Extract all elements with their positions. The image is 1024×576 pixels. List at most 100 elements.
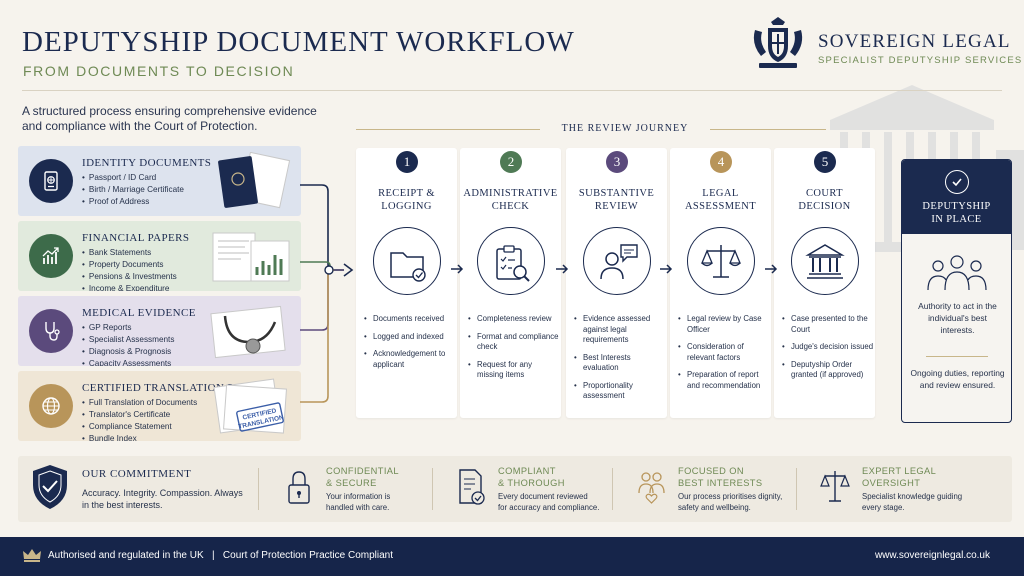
stage-list-item: Judge's decision issued	[782, 342, 874, 353]
pillar-description: Our process prioritises dignity, safety …	[678, 492, 783, 512]
outcome-divider	[926, 356, 988, 357]
document-card-list: GP ReportsSpecialist AssessmentsDiagnosi…	[82, 322, 175, 366]
people-group-icon	[927, 255, 987, 291]
financial-documents-illustration	[212, 232, 290, 282]
stage-icon-circle	[583, 227, 651, 295]
page-title: DEPUTYSHIP DOCUMENT WORKFLOW	[22, 26, 575, 58]
growth-chart-icon	[42, 247, 59, 264]
stage-number: 2	[500, 151, 522, 173]
journey-label: THE REVIEW JOURNEY	[540, 123, 710, 134]
brand-name: SOVEREIGN LEGAL	[818, 31, 1011, 52]
document-card-list: Full Translation of DocumentsTranslator'…	[82, 397, 197, 441]
document-card-list: Passport / ID CardBirth / Marriage Certi…	[82, 172, 184, 208]
pillar-title: CONFIDENTIAL & SECURE	[326, 466, 399, 488]
stage-list-item: Preparation of report and recommendation	[678, 370, 770, 391]
clipboard-search-icon	[496, 245, 530, 282]
footer-bar	[0, 537, 1024, 576]
pillar-divider	[258, 468, 259, 510]
stage-icon-circle	[373, 227, 441, 295]
document-list-item: Proof of Address	[82, 196, 184, 208]
check-circle-icon	[945, 170, 969, 194]
stage-list-item: Completeness review	[468, 314, 560, 325]
shield-check-icon	[33, 465, 67, 509]
scales-icon	[701, 245, 741, 278]
stage-list-item: Documents received	[364, 314, 456, 325]
arrow-right-icon	[659, 262, 673, 274]
stage-number: 5	[814, 151, 836, 173]
stage-list-item: Format and compliance check	[468, 332, 560, 353]
courthouse-icon	[805, 244, 845, 279]
document-list-item: Income & Expenditure	[82, 283, 177, 291]
stage-title: ADMINISTRATIVE CHECK	[463, 188, 558, 212]
passport-icon	[44, 171, 58, 191]
pillar-description: Every document reviewed for accuracy and…	[498, 492, 600, 512]
document-list-item: Property Documents	[82, 259, 177, 271]
document-list-item: Specialist Assessments	[82, 334, 175, 346]
stage-list: Evidence assessed against legal requirem…	[574, 314, 666, 409]
document-list-item: Passport / ID Card	[82, 172, 184, 184]
stage-number: 1	[396, 151, 418, 173]
stage-list-item: Acknowledgement to applicant	[364, 349, 456, 370]
outcome-authority-text: Authority to act in the individual's bes…	[918, 301, 997, 335]
crest-logo-icon	[753, 17, 803, 68]
document-check-icon	[456, 467, 486, 507]
stage-number: 3	[606, 151, 628, 173]
document-list-item: Capacity Assessments	[82, 358, 174, 366]
person-chat-icon	[600, 244, 638, 280]
document-card-list: Bank StatementsProperty DocumentsPension…	[82, 247, 177, 291]
stage-icon-circle	[791, 227, 859, 295]
document-list-item: Bundle Index	[82, 433, 197, 441]
document-list-item: Pensions & Investments	[82, 271, 177, 283]
intro-text: A structured process ensuring comprehens…	[22, 104, 317, 133]
pillar-description: Specialist knowledge guiding every stage…	[862, 492, 963, 512]
commitment-band	[18, 456, 1012, 522]
page-subtitle: FROM DOCUMENTS TO DECISION	[23, 63, 295, 79]
document-list-item: Full Translation of Documents	[82, 397, 197, 409]
globe-icon	[42, 397, 60, 415]
stage-title: COURT DECISION	[798, 188, 851, 212]
pillar-divider	[612, 468, 613, 510]
document-list-item: Bank Statements	[82, 247, 177, 259]
pillar-divider	[796, 468, 797, 510]
stage-list: Legal review by Case OfficerConsideratio…	[678, 314, 770, 398]
folder-check-icon	[390, 252, 426, 282]
outcome-duties-text: Ongoing duties, reporting and review ens…	[910, 368, 1005, 390]
stethoscope-illustration	[210, 305, 286, 359]
footer-regulation-text: Authorised and regulated in the UK | Cou…	[48, 550, 393, 561]
stage-list-item: Proportionality assessment	[574, 381, 666, 402]
stage-list-item: Logged and indexed	[364, 332, 456, 343]
document-card-title: MEDICAL EVIDENCE	[82, 307, 196, 319]
stage-title: RECEIPT & LOGGING	[378, 188, 435, 212]
passport-illustration	[218, 152, 291, 209]
brand-tagline: SPECIALIST DEPUTYSHIP SERVICES	[818, 55, 1023, 66]
document-list-item: Compliance Statement	[82, 421, 197, 433]
stage-list: Completeness reviewFormat and compliance…	[468, 314, 560, 388]
stage-list-item: Request for any missing items	[468, 360, 560, 381]
family-icon	[636, 467, 666, 507]
document-card: FINANCIAL PAPERS Bank StatementsProperty …	[18, 221, 301, 291]
stage-icon-circle	[687, 227, 755, 295]
document-list-item: Translator's Certificate	[82, 409, 197, 421]
arrow-right-icon	[555, 262, 569, 274]
pillar-description: Your information is handled with care.	[326, 492, 391, 512]
pillar-title: COMPLIANT & THOROUGH	[498, 466, 565, 488]
document-card: IDENTITY DOCUMENTSPassport / ID CardBirt…	[18, 146, 301, 216]
stage-list-item: Evidence assessed against legal requirem…	[574, 314, 666, 346]
scales-icon	[820, 467, 850, 507]
pillar-title: EXPERT LEGAL OVERSIGHT	[862, 466, 937, 488]
growth-chart-icon-badge	[29, 234, 73, 278]
stage-number: 4	[710, 151, 732, 173]
stethoscope-icon	[45, 322, 60, 341]
outcome-title: DEPUTYSHIP IN PLACE	[922, 201, 991, 225]
footer-website-link[interactable]: www.sovereignlegal.co.uk	[874, 550, 990, 561]
connector-lines	[300, 184, 354, 403]
document-card-title: CERTIFIED TRANSLATION PACK	[82, 382, 258, 394]
header-divider	[22, 90, 1002, 91]
stage-title: SUBSTANTIVE REVIEW	[578, 188, 655, 212]
document-card-title: FINANCIAL PAPERS	[82, 232, 190, 244]
